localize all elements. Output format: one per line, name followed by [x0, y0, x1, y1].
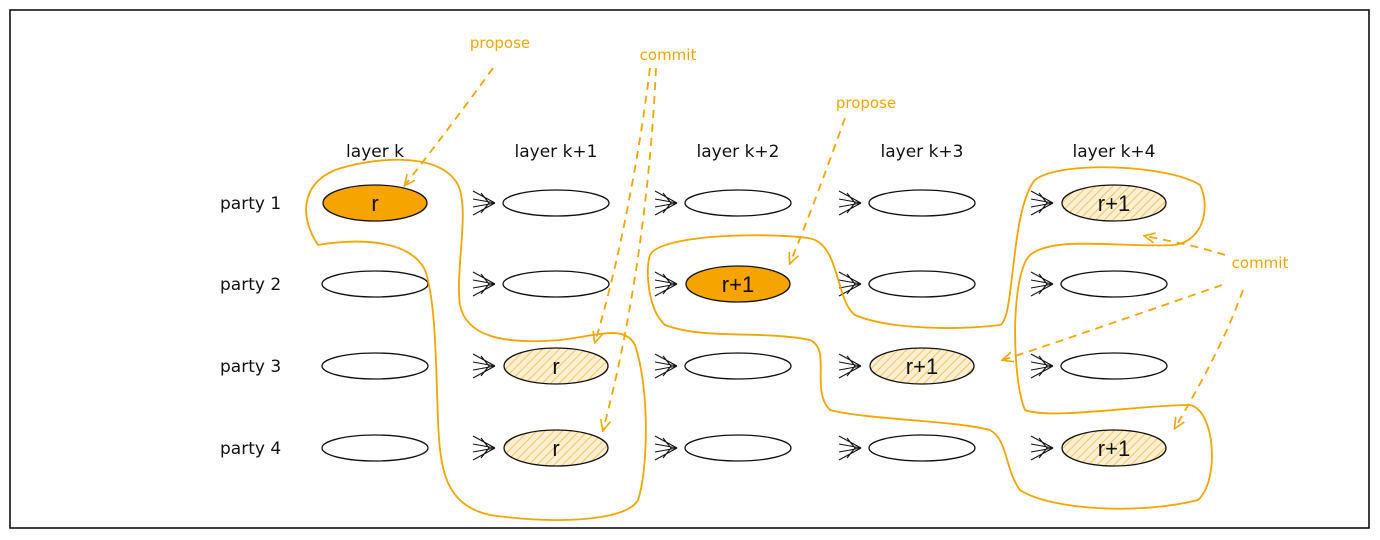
- edge-fan-l4-p4: [1030, 435, 1054, 461]
- node-label-l4-p4: r+1: [1098, 436, 1130, 461]
- annotation-propose-2: propose: [836, 94, 896, 112]
- party-label-3: party 3: [220, 357, 281, 377]
- node-label-l1-p3: r: [552, 354, 559, 379]
- node-l2-p1: [684, 189, 792, 217]
- edge-fan-l2-p3: [654, 353, 678, 379]
- layer-header-3: layer k+3: [881, 142, 964, 162]
- edge-fan-l1-p4: [472, 435, 496, 461]
- node-l4-p3: [1060, 352, 1168, 380]
- node-l0-p1: [322, 184, 428, 222]
- node-l4-p1: [1061, 184, 1167, 222]
- node-l2-p2: [685, 265, 791, 303]
- commit-arrow-1b: [603, 67, 657, 430]
- layer-header-1: layer k+1: [515, 142, 598, 162]
- node-label-l3-p3: r+1: [906, 354, 938, 379]
- layer-header-4: layer k+4: [1073, 142, 1156, 162]
- commit-arrow-2c: [1175, 289, 1244, 428]
- node-l3-p3: [869, 347, 975, 385]
- node-label-l0-p1: r: [371, 191, 378, 216]
- edge-fan-l3-p4: [838, 435, 862, 461]
- node-l3-p4: [868, 434, 976, 462]
- edge-fan-l1-p2: [472, 271, 496, 297]
- edge-fan-l3-p2: [838, 271, 862, 297]
- edge-fan-l4-p1: [1030, 190, 1054, 216]
- node-l1-p3: [503, 347, 609, 385]
- node-l1-p2: [502, 270, 610, 298]
- edge-fan-l1-p1: [472, 190, 496, 216]
- edge-fan-l2-p4: [654, 435, 678, 461]
- edge-fan-l1-p3: [472, 353, 496, 379]
- edge-fan-l3-p3: [838, 353, 862, 379]
- node-label-l2-p2: r+1: [722, 272, 754, 297]
- propose-arrow-2: [790, 117, 846, 263]
- quorum-boundary-layer-k2: [646, 166, 1213, 510]
- annotation-commit-2: commit: [1232, 254, 1289, 272]
- layer-header-0: layer k: [346, 142, 404, 162]
- quorum-boundary-layer-k: [305, 158, 647, 521]
- edge-fan-l3-p1: [838, 190, 862, 216]
- party-label-4: party 4: [220, 439, 281, 459]
- party-label-1: party 1: [220, 194, 281, 214]
- annotation-commit-1: commit: [640, 46, 697, 64]
- node-l3-p2: [868, 270, 976, 298]
- diagram-frame: [9, 9, 1370, 529]
- node-l4-p2: [1060, 270, 1168, 298]
- commit-arrow-1a: [595, 67, 651, 342]
- propose-arrow-1: [405, 67, 494, 185]
- edge-fan-l4-p2: [1030, 271, 1054, 297]
- annotation-propose-1: propose: [470, 34, 530, 52]
- node-l0-p2: [321, 270, 429, 298]
- node-label-l4-p1: r+1: [1098, 191, 1130, 216]
- commit-arrow-2b: [1003, 284, 1223, 360]
- node-l0-p4: [321, 434, 429, 462]
- node-l4-p4: [1061, 429, 1167, 467]
- layer-header-2: layer k+2: [697, 142, 780, 162]
- node-l3-p1: [868, 189, 976, 217]
- node-label-l1-p4: r: [552, 436, 559, 461]
- commit-arrow-2a: [1145, 236, 1226, 256]
- node-l2-p3: [684, 352, 792, 380]
- edge-fan-l2-p2: [654, 271, 678, 297]
- node-l1-p1: [502, 189, 610, 217]
- node-l0-p3: [321, 352, 429, 380]
- node-l1-p4: [503, 429, 609, 467]
- edge-fan-l4-p3: [1030, 353, 1054, 379]
- node-l2-p4: [684, 434, 792, 462]
- party-label-2: party 2: [220, 275, 281, 295]
- edge-fan-l2-p1: [654, 190, 678, 216]
